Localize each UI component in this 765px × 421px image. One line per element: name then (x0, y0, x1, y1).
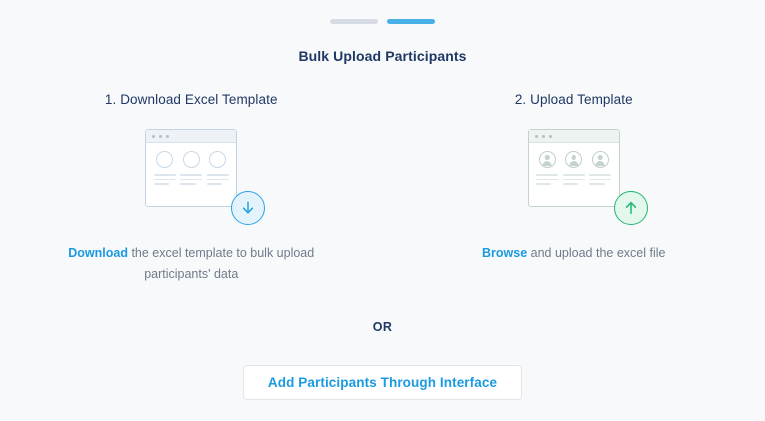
add-participants-through-interface-button[interactable]: Add Participants Through Interface (242, 365, 523, 400)
window-dot-2 (159, 134, 163, 138)
browse-link[interactable]: Browse (482, 246, 528, 260)
line (180, 183, 196, 185)
line (536, 183, 552, 185)
column-heading-download: 1. Download Excel Template (104, 92, 278, 107)
line (206, 174, 229, 176)
line (153, 183, 169, 185)
person-icon (591, 151, 609, 168)
person-head (544, 155, 550, 160)
column-upload-template: 2. Upload Template (383, 92, 765, 285)
text-lines (206, 174, 229, 188)
window-dot-3 (166, 134, 170, 138)
line (562, 183, 579, 185)
text-lines (536, 174, 559, 188)
download-caption: Download the excel template to bulk uplo… (51, 243, 331, 285)
upload-caption: Browse and upload the excel file (482, 243, 665, 264)
text-lines (180, 174, 203, 188)
template-column-2 (179, 151, 203, 188)
upload-illustration (494, 129, 654, 225)
window-dot-1 (152, 134, 156, 138)
person-head (598, 155, 603, 160)
line (180, 178, 203, 181)
page-title: Bulk Upload Participants (298, 48, 467, 64)
line (536, 178, 559, 181)
text-lines (562, 174, 585, 188)
template-column-3 (206, 151, 230, 188)
text-lines (153, 174, 176, 188)
line (153, 178, 176, 181)
line (206, 178, 229, 181)
step-bar-2[interactable] (387, 19, 435, 24)
window-titlebar (146, 130, 237, 143)
window-dot-2 (541, 134, 545, 138)
line (562, 178, 585, 181)
download-link[interactable]: Download (68, 246, 128, 260)
download-arrow-icon[interactable] (231, 191, 266, 225)
window-dot-1 (534, 134, 538, 138)
participant-column-2 (562, 151, 586, 188)
line (589, 174, 612, 176)
line (206, 183, 223, 185)
circle-icon (209, 151, 227, 168)
line (536, 174, 559, 176)
line (589, 183, 605, 185)
line (589, 178, 612, 181)
window-card-icon (527, 129, 620, 207)
person-icon (538, 151, 556, 168)
upload-arrow-icon[interactable] (613, 191, 648, 225)
window-dot-3 (548, 134, 552, 138)
window-card-icon (145, 129, 238, 207)
window-content (529, 143, 619, 188)
window-titlebar (528, 130, 619, 143)
person-body (595, 160, 605, 166)
line (153, 174, 176, 176)
person-body (542, 160, 552, 166)
text-lines (589, 174, 612, 188)
download-illustration (111, 129, 271, 225)
upload-caption-text: and upload the excel file (527, 246, 666, 260)
person-head (571, 155, 576, 160)
column-heading-upload: 2. Upload Template (514, 92, 633, 107)
or-divider-label: OR (372, 320, 393, 334)
instruction-columns: 1. Download Excel Template (0, 92, 765, 285)
person-body (569, 160, 579, 166)
circle-icon (156, 151, 174, 168)
step-bar-1[interactable] (330, 19, 378, 24)
person-icon (565, 151, 583, 168)
line (562, 174, 585, 176)
circle-icon (182, 151, 200, 168)
window-content (146, 143, 236, 188)
column-download-template: 1. Download Excel Template (0, 92, 383, 285)
template-column-1 (153, 151, 177, 188)
participant-column-3 (588, 151, 612, 188)
step-progress-indicator (0, 19, 765, 24)
download-caption-text: the excel template to bulk upload partic… (127, 246, 315, 281)
line (180, 174, 203, 176)
participant-column-1 (535, 151, 559, 188)
cta-container: Add Participants Through Interface (0, 365, 765, 400)
